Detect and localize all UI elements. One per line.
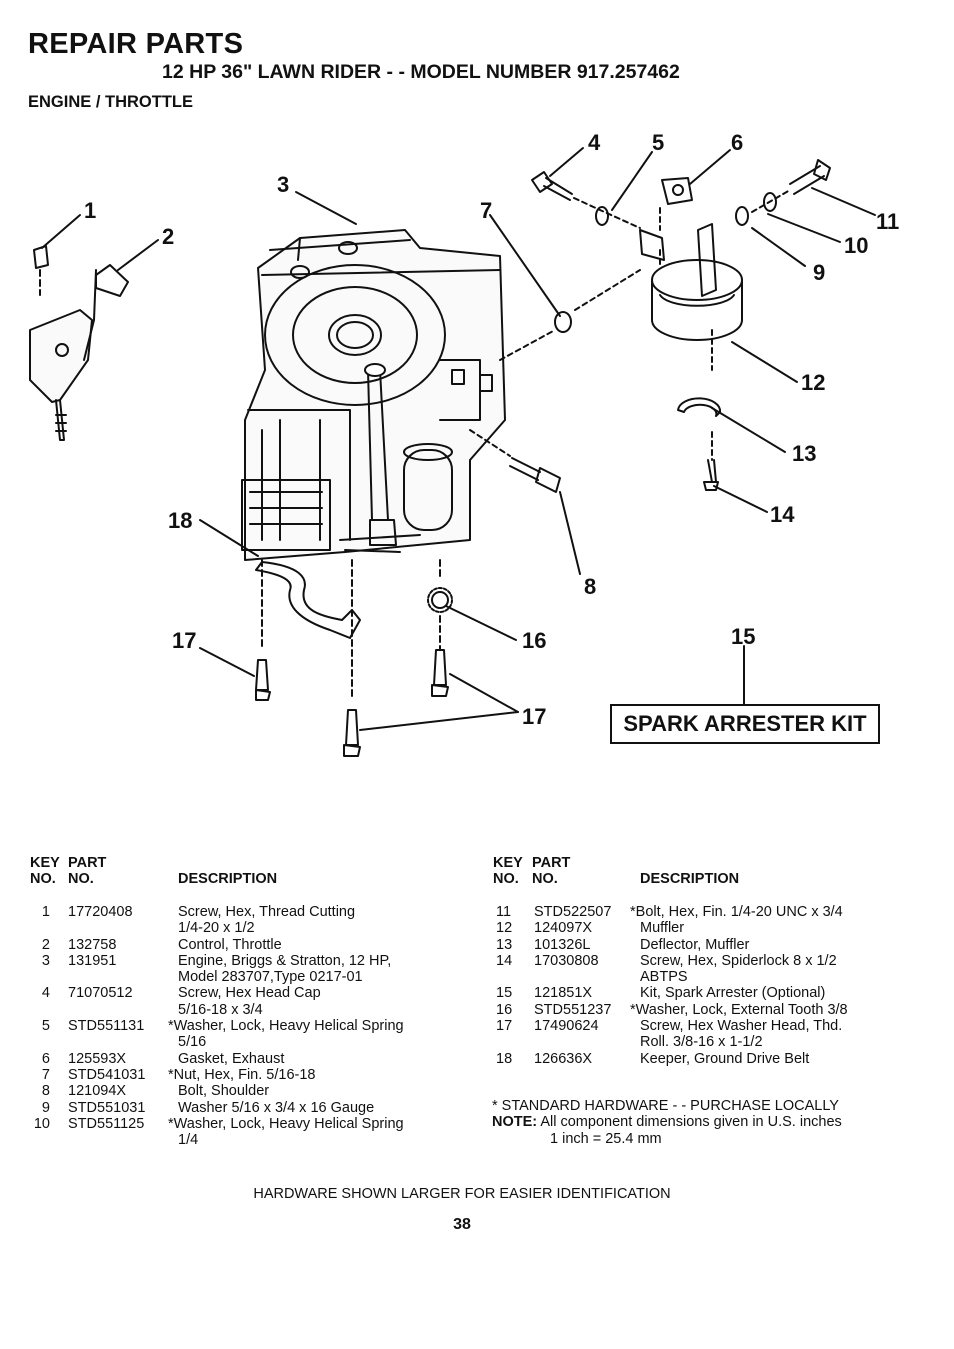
callout-18: 18 [168,508,192,533]
table-row-cont: Model 283707,Type 0217-01 [178,969,363,986]
callout-6: 6 [731,130,743,155]
section-title: ENGINE / THROTTLE [28,93,193,111]
callout-14: 14 [770,502,795,527]
engine-illustration [241,229,506,561]
callout-9: 9 [813,260,825,285]
callout-17-right: 17 [522,704,546,729]
table-row-cont: 1/4 [178,1132,199,1149]
shoulder-bolt-illustration [469,429,561,493]
table-row-cont: 5/16 [178,1034,207,1051]
callout-13: 13 [792,441,816,466]
dimensions-note: NOTE: All component dimensions given in … [492,1114,842,1131]
callout-12: 12 [801,370,825,395]
throttle-control-illustration [29,245,129,441]
conversion-note: 1 inch = 25.4 mm [550,1130,662,1147]
callout-4: 4 [588,130,601,155]
footnotes: * STANDARD HARDWARE - - PURCHASE LOCALLY… [492,1098,842,1147]
hardware-size-note: HARDWARE SHOWN LARGER FOR EASIER IDENTIF… [253,1186,671,1202]
exhaust-hardware-illustration [499,171,693,361]
model-subtitle: 12 HP 36" LAWN RIDER - - MODEL NUMBER 91… [162,61,680,83]
page-number: 38 [453,1216,471,1233]
callout-1: 1 [84,198,96,223]
table-row-cont: Roll. 3/8-16 x 1-1/2 [640,1034,763,1051]
page-title: REPAIR PARTS [28,28,244,60]
table-row-cont: ABTPS [640,969,688,986]
callout-11: 11 [876,209,899,234]
standard-hardware-note: * STANDARD HARDWARE - - PURCHASE LOCALLY [492,1098,839,1114]
table-row-cont: 1/4-20 x 1/2 [178,920,255,937]
exploded-parts-diagram: 1 2 3 4 5 6 7 8 9 10 11 12 13 14 15 16 1… [29,130,899,757]
belt-keeper-illustration [255,559,453,757]
callout-7: 7 [480,198,492,223]
callout-15: 15 [731,624,755,649]
callout-17-left: 17 [172,628,196,653]
callout-8: 8 [584,574,596,599]
callout-16: 16 [522,628,546,653]
table-row-cont: 5/16-18 x 3/4 [178,1001,263,1018]
callout-5: 5 [652,130,664,155]
callout-2: 2 [162,224,174,249]
right-description-header: DESCRIPTION [640,871,740,887]
spark-arrester-kit-label: SPARK ARRESTER KIT [610,704,880,744]
muffler-illustration [651,159,831,371]
left-description-header: DESCRIPTION [178,871,278,887]
muffler-deflector-illustration [677,397,722,491]
callout-leader-lines [41,147,876,731]
callout-3: 3 [277,172,289,197]
callout-10: 10 [844,233,868,258]
